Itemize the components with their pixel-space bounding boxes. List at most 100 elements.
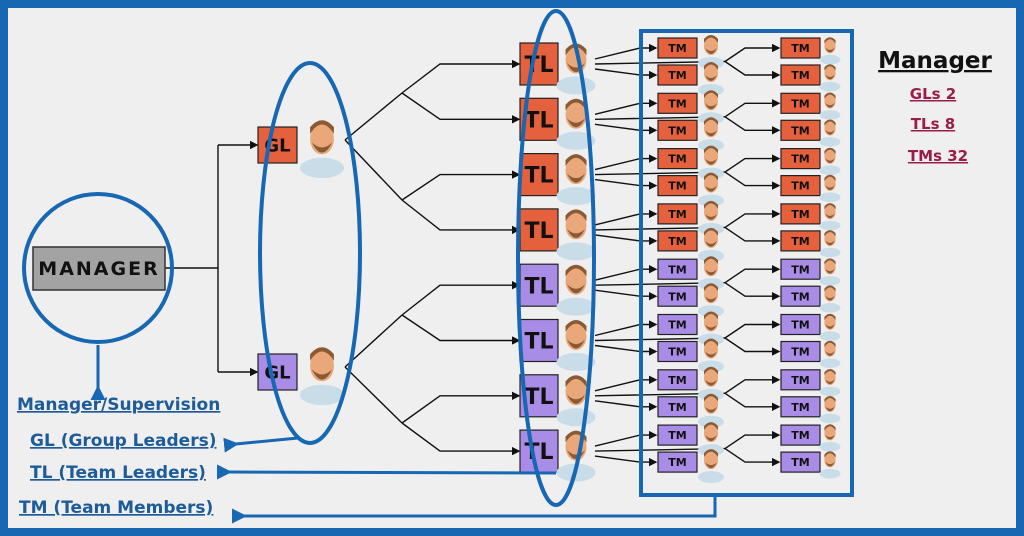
tm-branch-line	[724, 320, 781, 339]
tm-box-label: TM	[791, 153, 809, 166]
tm-box	[657, 64, 698, 86]
tm-box	[780, 396, 821, 418]
tm-branch-line	[724, 448, 781, 467]
tm-branch-line	[724, 226, 781, 246]
tm-box-label: TM	[668, 456, 686, 469]
gl-box	[257, 353, 298, 391]
branch-to-tl	[401, 422, 521, 456]
legend-gl: GL (Group Leaders)	[30, 431, 217, 451]
tm-box	[657, 424, 698, 446]
manager-circle	[22, 192, 174, 344]
tm-box	[780, 64, 821, 86]
tm-branch-line	[724, 116, 781, 135]
tm-box-label: TM	[791, 456, 809, 469]
tm-box-label: TM	[668, 235, 686, 248]
tl-ellipse	[516, 9, 596, 507]
tl-box-label: TL	[524, 219, 553, 244]
summary-gls: GLs 2	[910, 85, 956, 103]
tm-branch-line	[724, 337, 781, 356]
gl-to-branch	[344, 139, 403, 201]
tm-branch-line	[724, 209, 781, 228]
tm-box	[657, 369, 698, 391]
tm-box-label: TM	[668, 42, 686, 55]
branch-to-tl	[401, 59, 521, 94]
tm-box-label: TM	[791, 290, 809, 303]
tm-box-label: TM	[668, 319, 686, 332]
tm-box	[657, 230, 698, 252]
tl-arrow	[216, 464, 557, 480]
tm-box-label: TM	[791, 374, 809, 387]
tm-box	[657, 396, 698, 418]
branch-to-tl	[401, 314, 521, 345]
tm-box-label: TM	[668, 263, 686, 276]
tm-box-label: TM	[791, 401, 809, 414]
gl-arrow	[223, 436, 299, 453]
tm-box	[780, 37, 821, 59]
tm-branch-line	[724, 392, 781, 411]
tm-box-label: TM	[791, 319, 809, 332]
tm-box-label: TM	[668, 290, 686, 303]
tm-branch-line	[724, 43, 781, 63]
tm-box	[780, 203, 821, 225]
tm-box-label: TM	[791, 429, 809, 442]
branch-to-tl	[401, 199, 521, 235]
tm-box-label: TM	[791, 42, 809, 55]
legend-manager: Manager/Supervision	[17, 395, 220, 415]
tm-branch-line	[724, 171, 781, 190]
legend-tm: TM (Team Members)	[19, 498, 213, 518]
tl-box-label: TL	[524, 164, 553, 189]
tm-box	[780, 313, 821, 336]
tm-box-label: TM	[791, 235, 809, 248]
tm-box-label: TM	[668, 401, 686, 414]
tm-box	[657, 148, 698, 170]
tm-box	[657, 451, 698, 473]
tm-branch-line	[724, 265, 781, 284]
tm-box	[780, 92, 821, 114]
tm-box-label: TM	[668, 180, 686, 193]
tm-box	[780, 230, 821, 252]
gl-to-branch	[344, 314, 403, 368]
tm-box	[657, 203, 698, 225]
tl-box-label: TL	[524, 274, 553, 299]
tl-box	[519, 208, 559, 252]
tm-box	[780, 285, 821, 307]
manager-box-label: MANAGER	[38, 258, 159, 280]
tm-box-label: TM	[668, 69, 686, 82]
tm-container	[639, 29, 854, 497]
gl-ellipse	[258, 61, 362, 445]
tm-box-label: TM	[791, 208, 809, 221]
summary-tls: TLs 8	[911, 115, 955, 133]
branch-to-tl	[401, 92, 521, 124]
tm-box	[657, 258, 698, 280]
tm-box	[780, 451, 821, 473]
tl-box	[519, 153, 559, 197]
tm-arrow	[232, 495, 717, 524]
tm-box-label: TM	[791, 346, 809, 359]
tm-box-label: TM	[668, 153, 686, 166]
tl-box	[519, 318, 559, 363]
tm-box	[657, 92, 698, 114]
tm-box-label: TM	[791, 124, 809, 137]
branch-to-tl	[401, 391, 521, 424]
tm-box	[780, 424, 821, 446]
tm-box-label: TM	[668, 124, 686, 137]
tm-box-label: TM	[668, 208, 686, 221]
branch-to-tl	[401, 281, 521, 316]
tm-box-label: TM	[668, 429, 686, 442]
tl-box-label: TL	[524, 385, 553, 410]
tl-box-label: TL	[524, 440, 553, 465]
tm-box	[657, 313, 698, 336]
tm-box-label: TM	[791, 263, 809, 276]
tm-box-label: TM	[791, 180, 809, 193]
tm-box	[657, 285, 698, 307]
gl-to-branch	[344, 366, 403, 424]
tm-box	[657, 37, 698, 59]
tm-box-label: TM	[668, 346, 686, 359]
tm-branch-line	[724, 375, 781, 394]
tm-box-label: TM	[791, 97, 809, 110]
tm-box-label: TM	[668, 374, 686, 387]
tm-box	[657, 119, 698, 141]
tm-box	[657, 340, 698, 363]
summary-tms: TMs 32	[908, 147, 968, 165]
